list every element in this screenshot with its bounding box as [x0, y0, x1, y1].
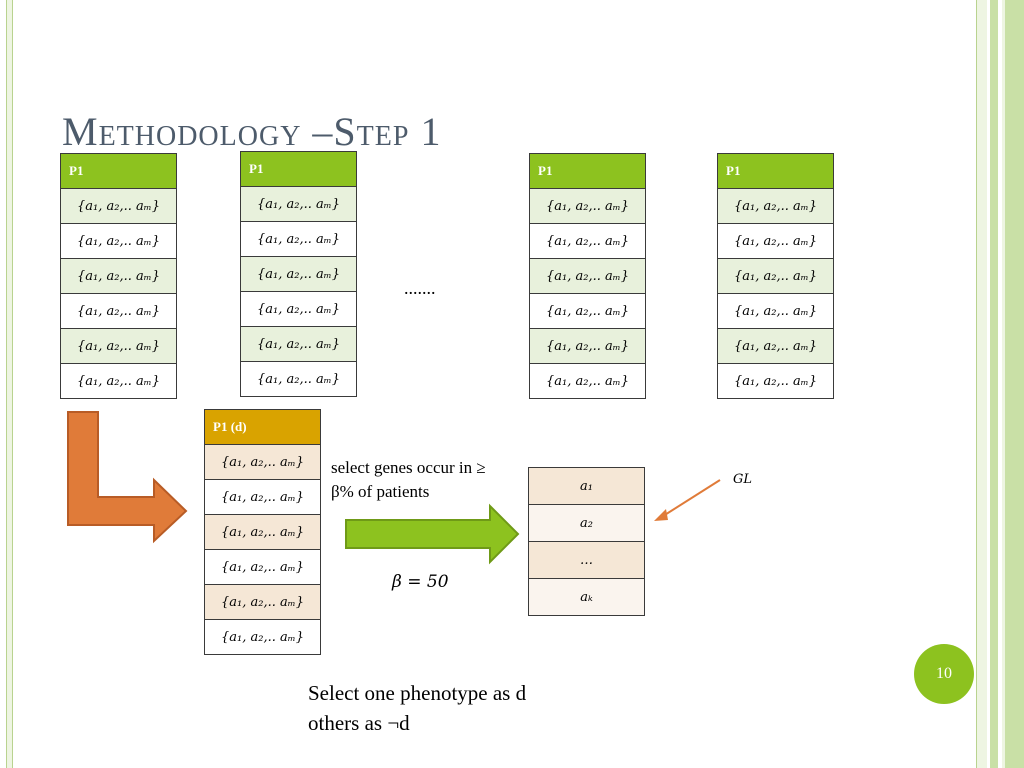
- gene-list-cell: …: [528, 541, 645, 579]
- table-cell: {a₁, a₂,.. aₘ}: [717, 258, 834, 294]
- phenotype-d-table: P1 (d) {a₁, a₂,.. aₘ} {a₁, a₂,.. aₘ} {a₁…: [204, 409, 321, 655]
- table-cell: {a₁, a₂,.. aₘ}: [60, 363, 177, 399]
- table-cell: {a₁, a₂,.. aₘ}: [204, 479, 321, 515]
- bent-arrow-icon: [67, 411, 188, 544]
- gene-list-table: a₁ a₂ … aₖ: [528, 467, 645, 616]
- selection-line-1: select genes occur in ≥: [331, 458, 486, 477]
- patient-table-2: P1 {a₁, a₂,.. aₘ} {a₁, a₂,.. aₘ} {a₁, a₂…: [240, 151, 357, 397]
- left-frame-border: [6, 0, 13, 768]
- table-header: P1: [60, 153, 177, 189]
- table-cell: {a₁, a₂,.. aₘ}: [717, 293, 834, 329]
- beta-value: β = 50: [392, 572, 449, 592]
- table-cell: {a₁, a₂,.. aₘ}: [60, 188, 177, 224]
- pointer-arrow-icon: [659, 479, 721, 519]
- phenotype-note-line-1: Select one phenotype as d: [308, 681, 527, 705]
- table-cell: {a₁, a₂,.. aₘ}: [60, 328, 177, 364]
- table-cell: {a₁, a₂,.. aₘ}: [529, 293, 646, 329]
- table-header: P1: [240, 151, 357, 187]
- patient-table-3: P1 {a₁, a₂,.. aₘ} {a₁, a₂,.. aₘ} {a₁, a₂…: [529, 153, 646, 399]
- gene-list-cell: aₖ: [528, 578, 645, 616]
- table-cell: {a₁, a₂,.. aₘ}: [240, 256, 357, 292]
- table-cell: {a₁, a₂,.. aₘ}: [240, 326, 357, 362]
- table-cell: {a₁, a₂,.. aₘ}: [240, 221, 357, 257]
- selection-line-2: β% of patients: [331, 482, 430, 501]
- table-cell: {a₁, a₂,.. aₘ}: [240, 361, 357, 397]
- table-cell: {a₁, a₂,.. aₘ}: [717, 328, 834, 364]
- table-cell: {a₁, a₂,.. aₘ}: [204, 619, 321, 655]
- slide-title: Methodology –Step 1: [62, 109, 442, 154]
- phenotype-note: Select one phenotype as d others as ¬d: [308, 678, 526, 738]
- right-frame-border: [976, 0, 1024, 768]
- table-cell: {a₁, a₂,.. aₘ}: [240, 186, 357, 222]
- gene-list-cell: a₁: [528, 467, 645, 505]
- gene-list-cell: a₂: [528, 504, 645, 542]
- table-cell: {a₁, a₂,.. aₘ}: [529, 258, 646, 294]
- page-number-badge: 10: [914, 644, 974, 704]
- table-cell: {a₁, a₂,.. aₘ}: [240, 291, 357, 327]
- table-cell: {a₁, a₂,.. aₘ}: [204, 514, 321, 550]
- table-header: P1: [717, 153, 834, 189]
- table-cell: {a₁, a₂,.. aₘ}: [204, 549, 321, 585]
- table-cell: {a₁, a₂,.. aₘ}: [204, 584, 321, 620]
- table-cell: {a₁, a₂,.. aₘ}: [529, 328, 646, 364]
- phenotype-note-line-2: others as ¬d: [308, 711, 410, 735]
- table-cell: {a₁, a₂,.. aₘ}: [529, 188, 646, 224]
- ellipsis-text: .......: [404, 278, 436, 298]
- table-cell: {a₁, a₂,.. aₘ}: [529, 223, 646, 259]
- table-cell: {a₁, a₂,.. aₘ}: [717, 223, 834, 259]
- right-arrow-icon: [345, 503, 520, 565]
- patient-table-4: P1 {a₁, a₂,.. aₘ} {a₁, a₂,.. aₘ} {a₁, a₂…: [717, 153, 834, 399]
- selection-criterion-text: select genes occur in ≥ β% of patients: [331, 456, 486, 504]
- patient-table-1: P1 {a₁, a₂,.. aₘ} {a₁, a₂,.. aₘ} {a₁, a₂…: [60, 153, 177, 399]
- table-header: P1 (d): [204, 409, 321, 445]
- table-cell: {a₁, a₂,.. aₘ}: [529, 363, 646, 399]
- table-cell: {a₁, a₂,.. aₘ}: [717, 188, 834, 224]
- gene-list-label: GL: [733, 472, 753, 487]
- table-cell: {a₁, a₂,.. aₘ}: [717, 363, 834, 399]
